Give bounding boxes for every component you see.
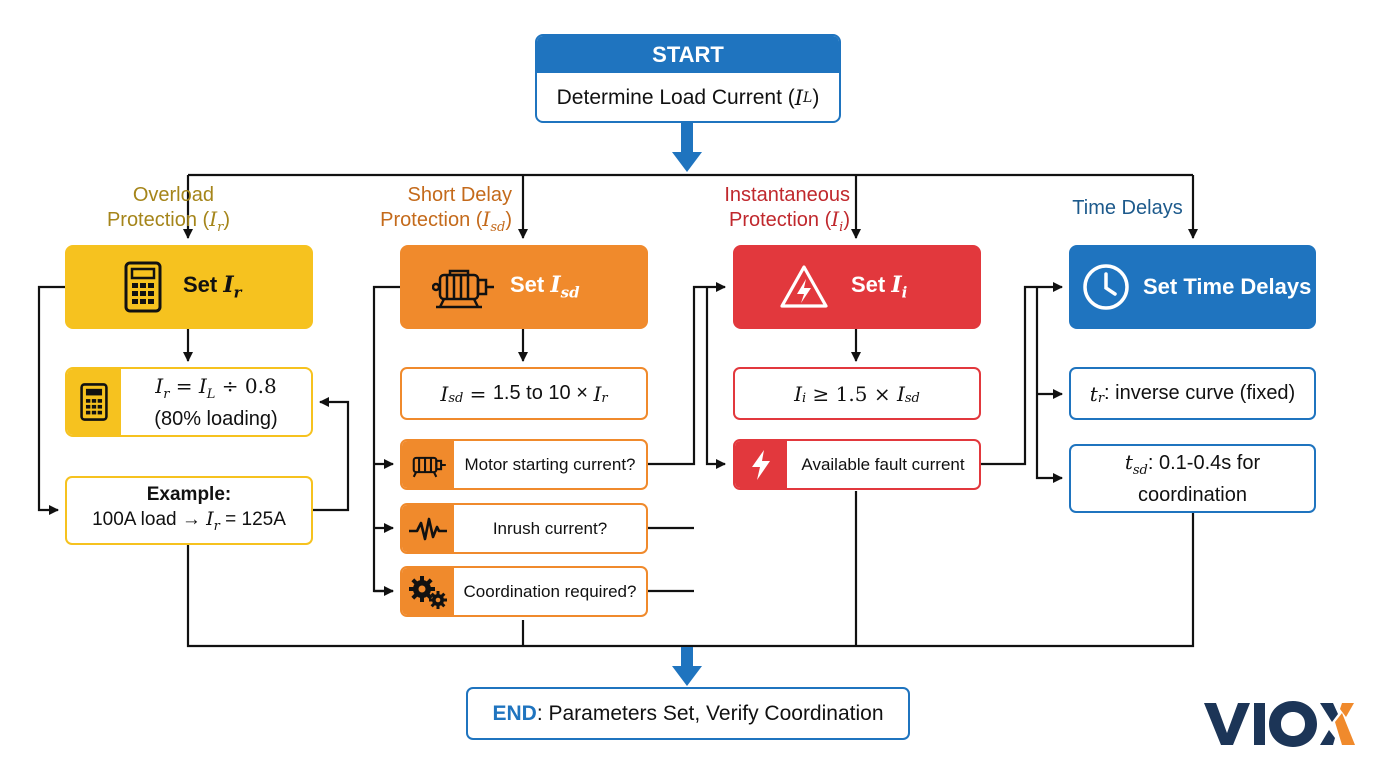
set-isd-header: Set Isd: [400, 245, 648, 329]
short-delay-title: Short Delay Protection (Isd): [380, 184, 512, 235]
bottom-bus-line: [186, 513, 1195, 648]
gears-icon: [409, 575, 447, 609]
set-time-delays-header: Set Time Delays: [1069, 245, 1316, 329]
inst-to-time-delays: [980, 282, 1063, 466]
tsd-item: tsd: 0.1-0.4s for coordination: [1069, 444, 1316, 513]
waveform-icon: [409, 517, 447, 540]
short-delay-branch: [372, 285, 400, 593]
overload-formula-box: Ir = IL ÷ 0.8 (80% loading): [65, 367, 313, 437]
end-down-arrow: [672, 647, 702, 686]
arrow-overload-example: [37, 285, 65, 515]
short-to-instantaneous: [647, 282, 726, 466]
inrush-item: Inrush current?: [400, 503, 648, 554]
time-delays-title: Time Delays: [1072, 197, 1183, 219]
start-down-arrow: [672, 123, 702, 172]
set-ir-header: Set Ir: [65, 245, 313, 329]
coordination-item: Coordination required?: [400, 566, 648, 617]
set-ii-header: Set Ii: [733, 245, 981, 329]
fault-current-item: Available fault current: [733, 439, 981, 490]
warning-lightning-icon: [780, 265, 828, 308]
clock-icon: [1083, 264, 1129, 310]
motor-starting-item: Motor starting current?: [400, 439, 648, 490]
overload-formula: Ir = IL ÷ 0.8: [155, 373, 277, 402]
example-title: Example:: [146, 483, 232, 505]
end-label: END: [492, 701, 537, 725]
arrow-example-formula: [313, 397, 350, 512]
example-box: Example: 100A load → Ir = 125A: [65, 476, 313, 545]
example-text: 100A load → Ir = 125A: [92, 507, 286, 534]
overload-note: (80% loading): [154, 407, 278, 430]
end-box: END: Parameters Set, Verify Coordination: [466, 687, 910, 740]
start-label: START: [537, 36, 839, 73]
lightning-icon: [752, 449, 770, 480]
motor-icon: [432, 269, 494, 309]
calculator-icon: [124, 261, 162, 313]
viox-logo: [1196, 695, 1356, 750]
instantaneous-title: Instantaneous Protection (Ii): [724, 184, 850, 235]
motor-icon: [412, 456, 446, 477]
calculator-icon: [80, 383, 108, 421]
overload-title: Overload Protection (Ir): [106, 184, 230, 235]
